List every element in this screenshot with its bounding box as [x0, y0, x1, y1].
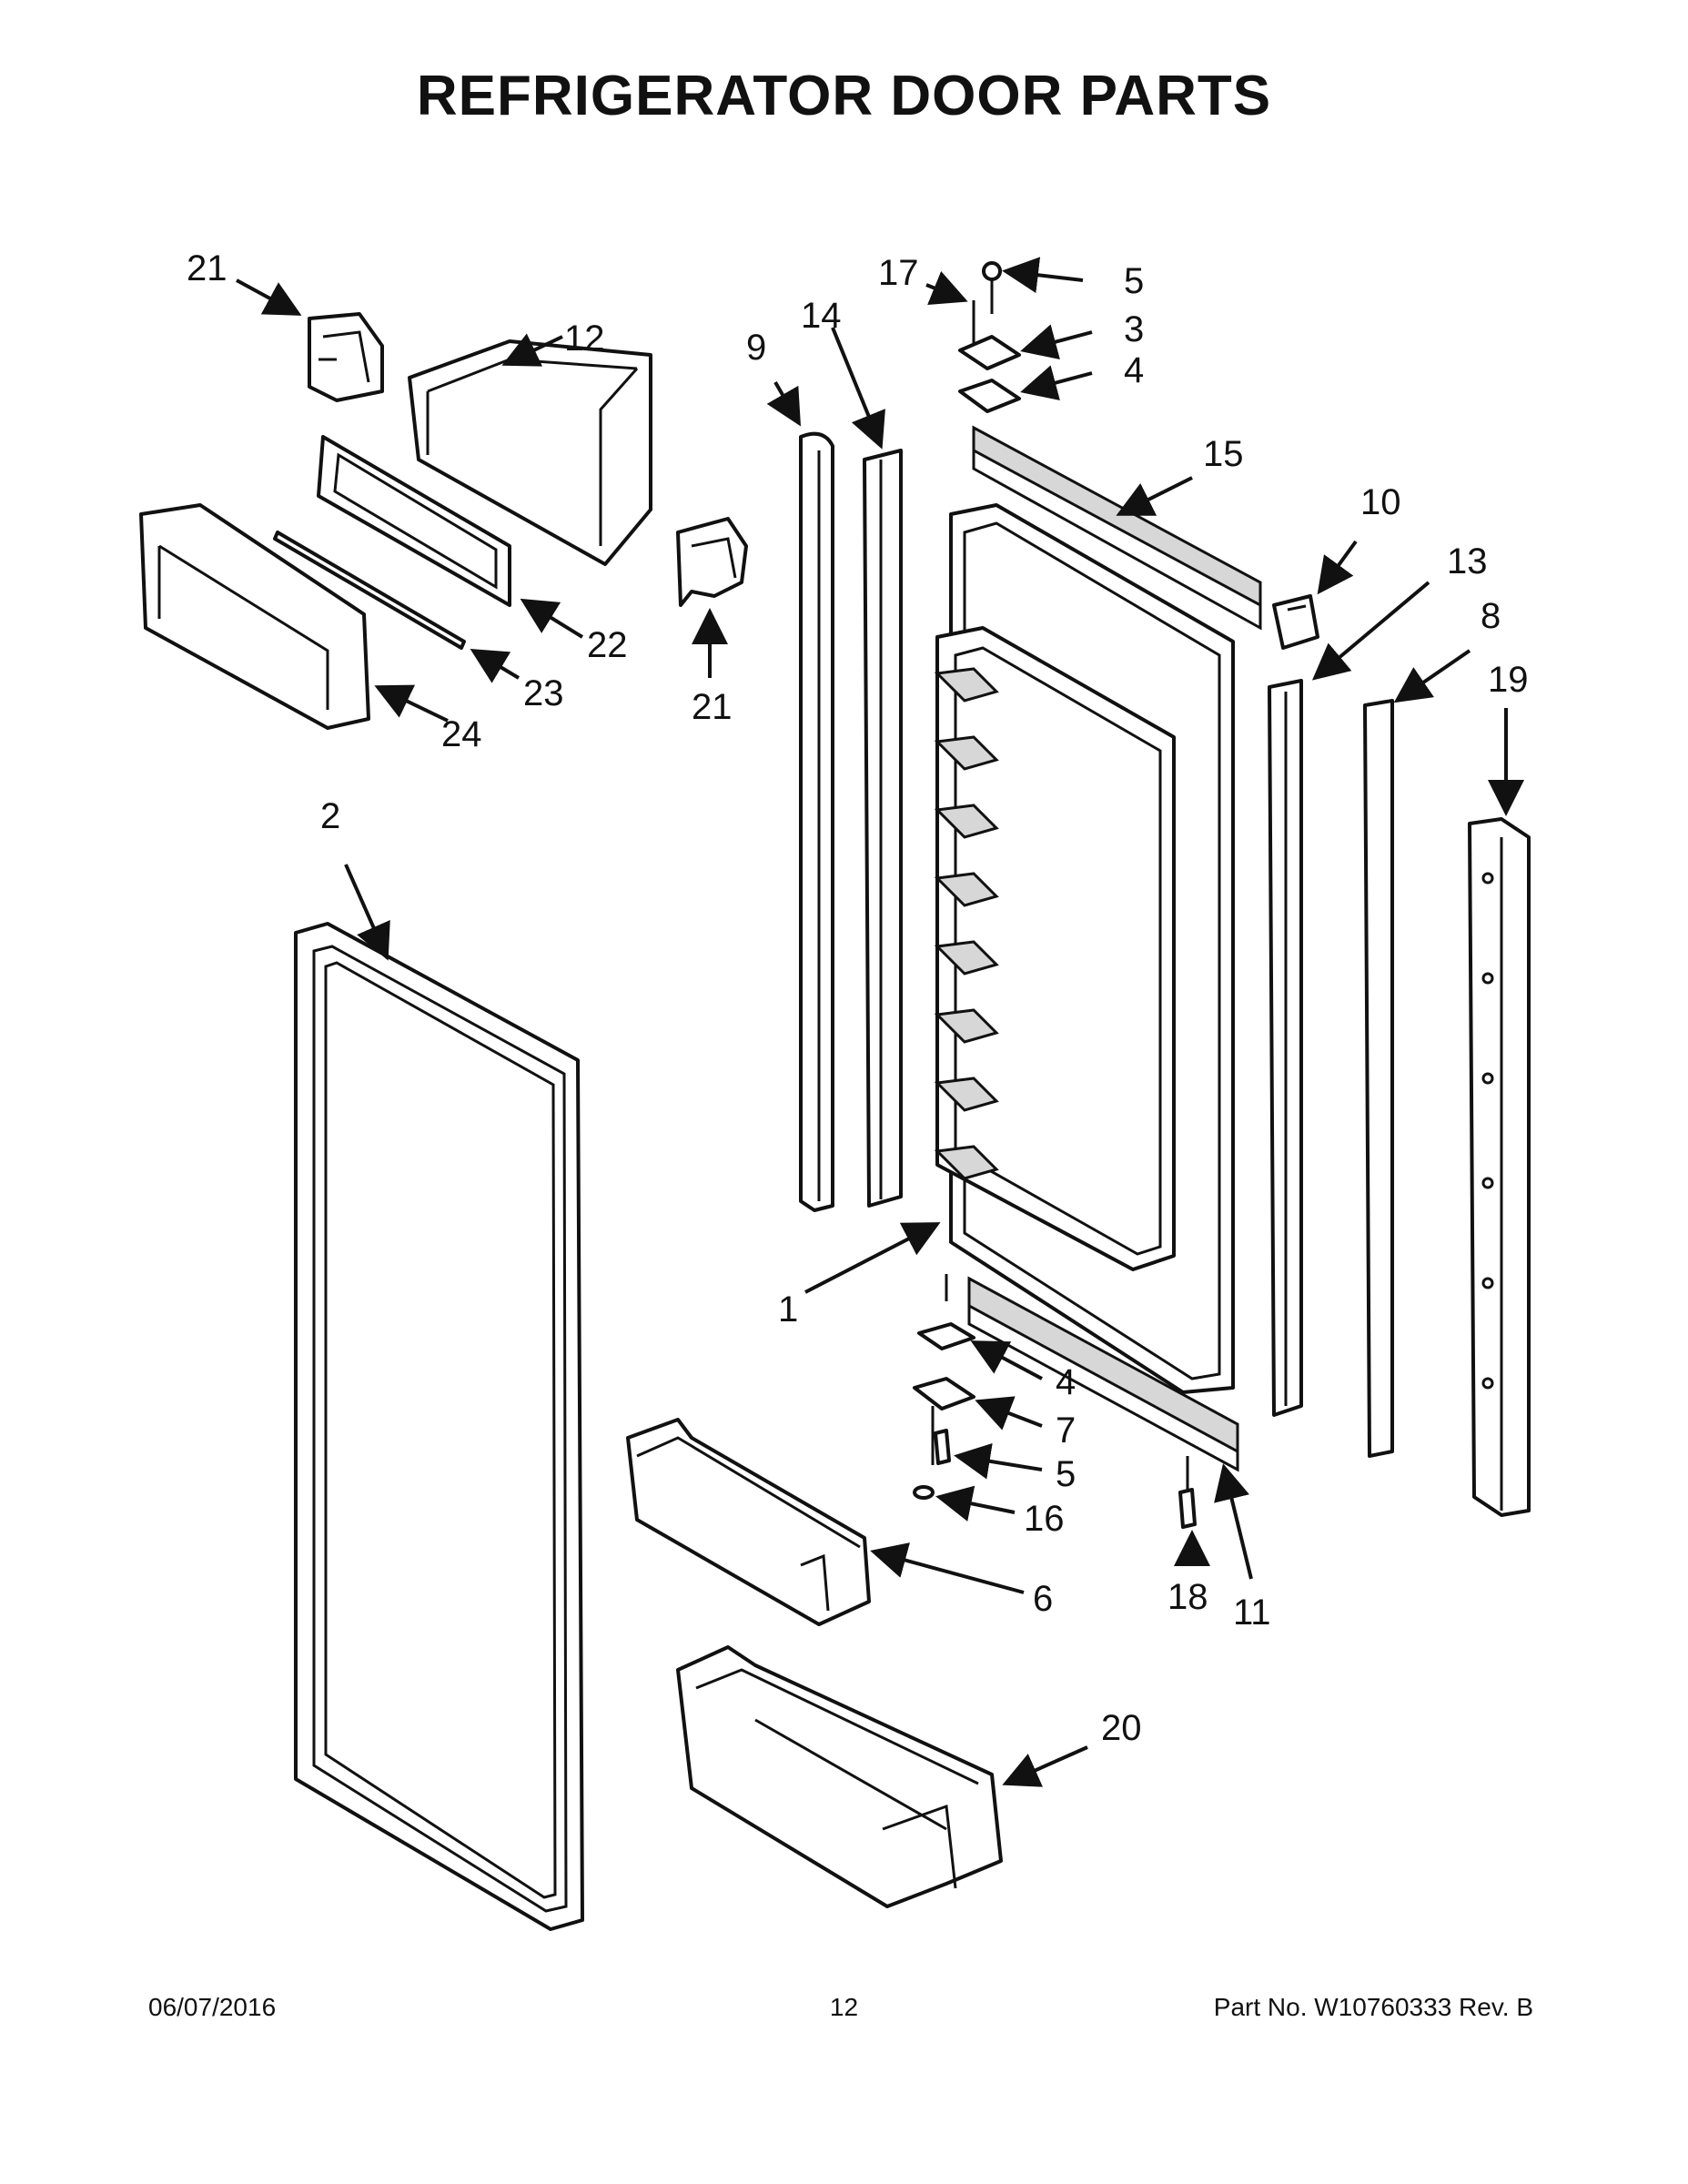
callout-3: 3	[1124, 309, 1144, 349]
callout-24: 24	[441, 714, 482, 754]
callout-21-lower: 21	[692, 687, 733, 727]
callout-8: 8	[1481, 596, 1501, 636]
part-1-door-assembly	[934, 503, 1235, 1394]
part-19-bar	[1468, 817, 1531, 1517]
callout-19: 19	[1488, 660, 1529, 700]
part-24-drawer-front	[139, 503, 370, 730]
callout-5-top: 5	[1124, 261, 1144, 301]
part-21-bracket-right	[676, 517, 748, 607]
callout-13: 13	[1447, 541, 1488, 581]
part-6-door-bin	[626, 1418, 871, 1626]
callout-7: 7	[1056, 1410, 1076, 1451]
callout-9: 9	[746, 328, 766, 368]
part-15-channel-top	[972, 425, 1262, 631]
part-10-block	[1272, 594, 1319, 650]
part-14-trim	[863, 449, 903, 1208]
footer-part-number: Part No. W10760333 Rev. B	[1213, 1993, 1533, 2021]
callout-21-upper: 21	[187, 248, 227, 288]
callout-1: 1	[778, 1289, 798, 1330]
part-22-frame	[317, 435, 511, 607]
callout-12: 12	[564, 318, 605, 359]
callout-2: 2	[320, 796, 340, 836]
callout-10: 10	[1360, 482, 1401, 522]
callout-16: 16	[1024, 1499, 1065, 1539]
callout-20: 20	[1101, 1708, 1142, 1748]
door-shelf-clips	[934, 667, 999, 1180]
callout-11: 11	[1233, 1592, 1271, 1633]
callout-6: 6	[1033, 1579, 1053, 1619]
part-23-strip	[273, 531, 466, 650]
part-21-bracket-left	[308, 312, 384, 402]
part-11-channel-bottom	[967, 1276, 1239, 1472]
part-9-trim	[799, 431, 834, 1212]
part-2-door-gasket	[294, 922, 584, 1931]
callout-4-bottom: 4	[1056, 1362, 1076, 1402]
callout-17: 17	[878, 253, 919, 293]
callout-23: 23	[523, 673, 564, 713]
part-20-door-bin	[676, 1645, 1003, 1908]
callout-15: 15	[1203, 434, 1244, 474]
top-hinge-hardware	[958, 261, 1021, 413]
callout-18: 18	[1167, 1577, 1208, 1617]
part-13-strip	[1268, 679, 1303, 1417]
part-8-gasket	[1363, 699, 1394, 1458]
callout-14: 14	[801, 296, 842, 336]
page-title: REFRIGERATOR DOOR PARTS	[416, 65, 1272, 127]
callout-4-top: 4	[1124, 350, 1144, 390]
callout-labels: 21 12 22 23 24 21 9 14 17 5 3 4 15 10 13…	[187, 248, 1529, 1748]
leader-lines	[236, 257, 1524, 1787]
callout-5-bottom: 5	[1056, 1454, 1076, 1494]
bottom-hinge-hardware	[913, 1274, 1197, 1529]
footer-page-number: 12	[829, 1993, 859, 2021]
callout-22: 22	[587, 625, 628, 665]
footer-date: 06/07/2016	[148, 1993, 277, 2021]
